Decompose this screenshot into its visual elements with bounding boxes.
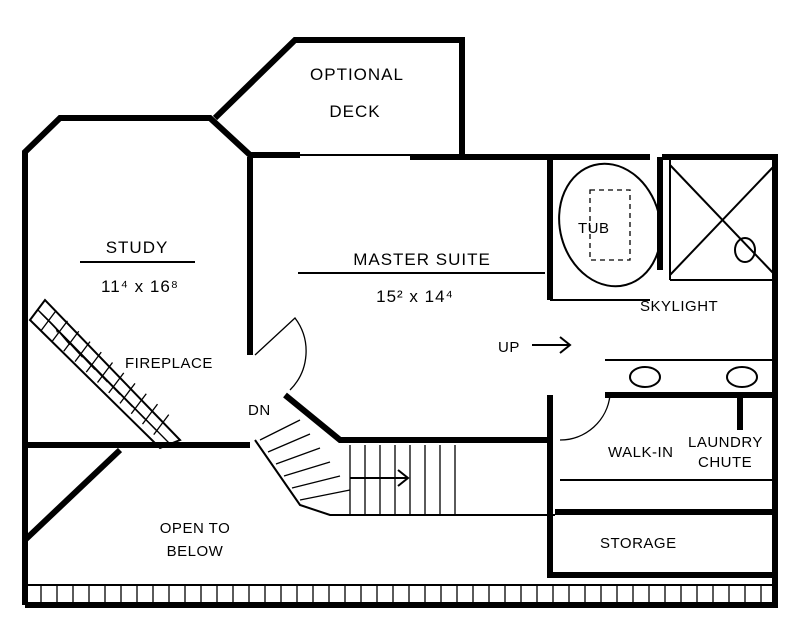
- master-suite-size: 15² x 14⁴: [376, 287, 454, 306]
- deck-label-2: DECK: [329, 102, 380, 121]
- sinks: [629, 237, 758, 388]
- exterior-walls: [22, 37, 778, 608]
- stairs: [254, 419, 555, 516]
- tub: [558, 162, 662, 288]
- study-label: STUDY: [106, 238, 169, 257]
- fireplace-label: FIREPLACE: [125, 355, 213, 372]
- walk-in-label: WALK-IN: [608, 444, 673, 461]
- master-suite-label: MASTER SUITE: [353, 250, 491, 269]
- arrows: [350, 336, 572, 487]
- door-swings: [254, 317, 611, 441]
- laundry-chute-label-2: CHUTE: [698, 454, 752, 471]
- study-size: 11⁴ x 16⁸: [101, 277, 179, 296]
- fireplace-hatch: [28, 298, 182, 450]
- deck-label-1: OPTIONAL: [310, 65, 404, 84]
- laundry-chute-label-1: LAUNDRY: [688, 434, 763, 451]
- storage-label: STORAGE: [600, 535, 677, 552]
- interior-walls: [22, 157, 776, 578]
- skylight-label: SKYLIGHT: [640, 298, 718, 315]
- balcony-rail: [24, 584, 775, 605]
- open-to-below-label-2: BELOW: [167, 543, 224, 560]
- stairs-up-label: UP: [498, 339, 520, 356]
- stairs-down-label: DN: [248, 402, 271, 419]
- open-to-below-label-1: OPEN TO: [160, 520, 230, 537]
- tub-label: TUB: [578, 220, 610, 237]
